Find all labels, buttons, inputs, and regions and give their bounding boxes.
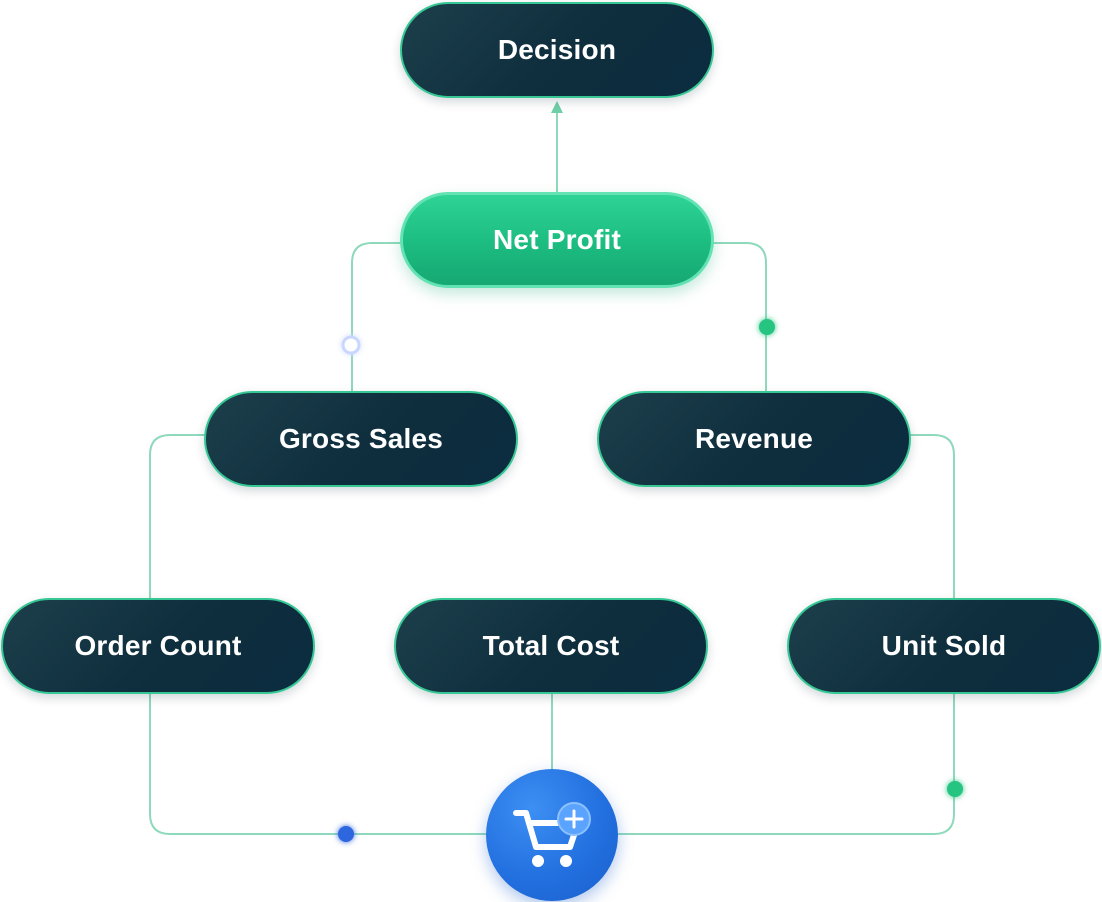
shopping-cart-plus-icon	[513, 802, 591, 867]
node-decision[interactable]: Decision	[400, 2, 714, 98]
connector-revenue-to-unit	[909, 434, 955, 598]
node-gross-sales[interactable]: Gross Sales	[204, 391, 518, 487]
node-net-profit[interactable]: Net Profit	[400, 192, 714, 288]
node-unit-sold[interactable]: Unit Sold	[787, 598, 1101, 694]
connector-dot-blue	[338, 826, 354, 842]
connector-gross-to-order	[149, 434, 206, 598]
connector-unit-to-cart	[616, 694, 955, 835]
connector-net-to-revenue	[712, 242, 767, 391]
connector-net-to-gross	[351, 242, 402, 391]
node-total-cost[interactable]: Total Cost	[394, 598, 708, 694]
arrowhead	[551, 101, 563, 113]
connector-dot-green	[947, 781, 963, 797]
connector-order-to-cart	[149, 694, 488, 835]
node-order-count[interactable]: Order Count	[1, 598, 315, 694]
connector-dot-white	[341, 335, 361, 355]
node-revenue[interactable]: Revenue	[597, 391, 911, 487]
connector-dot-green	[759, 319, 775, 335]
cart-button[interactable]	[486, 769, 618, 901]
